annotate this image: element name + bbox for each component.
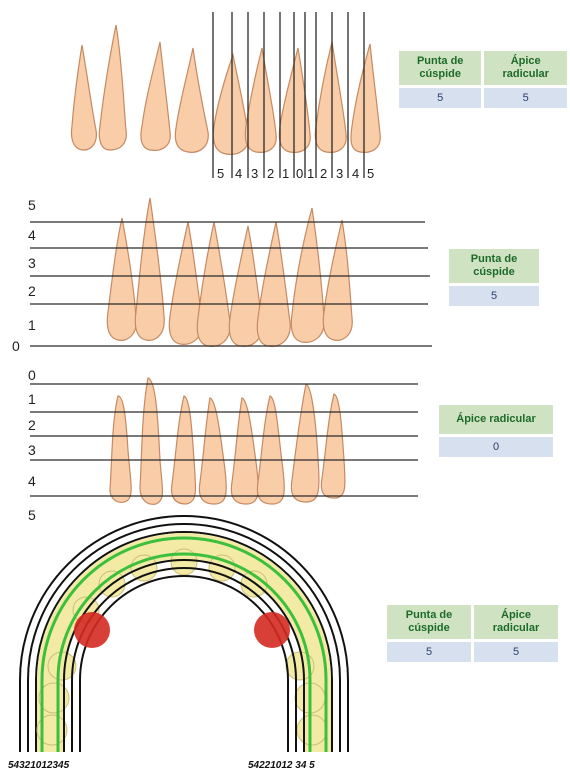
p2-scale-label: 5 [28,197,36,213]
p2-scale-label: 0 [12,338,20,354]
panel-3-teeth [110,378,345,504]
p1-num: 1 [307,166,314,181]
highlight-left [74,612,110,648]
p3-scale-label: 0 [28,367,36,383]
highlight-right [254,612,290,648]
panel-1-teeth [72,25,381,154]
p2-value-cusp: 5 [449,286,539,306]
p3-scale-label: 5 [28,507,36,523]
panel-2-teeth [107,198,352,346]
p4-value-cusp: 5 [387,642,471,662]
arch-right-numbers: 54221012 34 5 [248,760,315,771]
panel-3-table: Ápice radicular 0 [436,402,556,460]
p1-value-apex: 5 [484,88,567,108]
p2-scale-label: 2 [28,283,36,299]
p1-num: 3 [251,166,258,181]
p2-scale-label: 4 [28,227,36,243]
panel-3-scale: 0 1 2 3 4 5 [28,367,36,523]
p1-num: 5 [217,166,224,181]
p1-num: 0 [296,166,303,181]
p1-num: 2 [267,166,274,181]
p3-scale-label: 2 [28,417,36,433]
p1-value-cusp: 5 [399,88,481,108]
p1-num: 2 [320,166,327,181]
p3-value-apex: 0 [439,437,553,457]
p1-num: 4 [235,166,242,181]
p1-num: 4 [352,166,359,181]
panel-4-arch [20,516,348,752]
p1-num: 1 [282,166,289,181]
p1-num: 3 [336,166,343,181]
p2-scale-label: 1 [28,317,36,333]
p3-scale-label: 4 [28,473,36,489]
p2-scale-label: 3 [28,255,36,271]
p3-scale-label: 3 [28,442,36,458]
p4-value-apex: 5 [474,642,558,662]
p1-num: 5 [367,166,374,181]
panel-1-number-row: 5 4 3 2 1 0 1 2 3 4 5 [217,166,374,181]
p3-scale-label: 1 [28,391,36,407]
arch-left-numbers: 54321012345 [8,760,70,771]
p3-header-apex: Ápice radicular [439,405,553,434]
